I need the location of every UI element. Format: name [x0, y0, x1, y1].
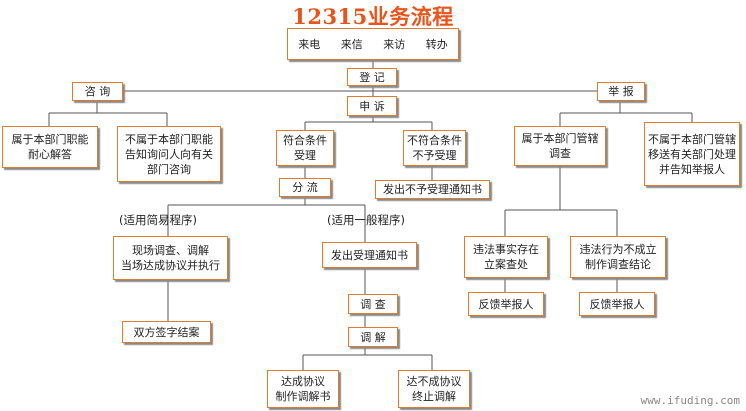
- channel-transfer: 转办: [425, 37, 448, 51]
- consult-in-scope-box: 属于本部门职能 耐心解答: [2, 126, 98, 168]
- consult-out-scope-line1: 不属于本部门职能: [125, 132, 213, 146]
- register-label: 登 记: [359, 70, 385, 84]
- reject-notice-box: 发出不予受理通知书: [375, 180, 490, 199]
- meets-conditions-line1: 符合条件: [283, 134, 327, 147]
- page-title: 12315业务流程: [292, 4, 454, 29]
- accept-notice-box: 发出受理通知书: [322, 242, 417, 268]
- watermark-text: www.ifuding.com: [640, 394, 740, 407]
- onsite-mediation-box: 现场调查、调解 当场达成协议并执行: [113, 236, 228, 280]
- channel-phone: 来电: [298, 37, 321, 51]
- meets-conditions-box: 符合条件 受理: [276, 130, 334, 166]
- report-in-jurisdiction-line2: 调查: [549, 147, 571, 160]
- investigate-box: 调 查: [348, 294, 398, 314]
- channel-letter: 来信: [340, 37, 363, 51]
- investigate-label: 调 查: [360, 297, 386, 311]
- agreement-failed-box: 达不成协议 终止调解: [398, 370, 470, 408]
- no-violation-box: 违法行为不成立 制作调查结论: [570, 236, 666, 278]
- report-label: 举 报: [608, 85, 634, 98]
- violation-case-line2: 立案查处: [484, 258, 528, 271]
- not-meets-conditions-box: 不符合条件 不予受理: [403, 130, 466, 166]
- complaint-label: 申 诉: [359, 99, 385, 113]
- consult-out-scope-box: 不属于本部门职能 告知询问人向有关 部门咨询: [117, 126, 221, 182]
- consult-in-scope-line2: 耐心解答: [28, 148, 72, 161]
- consult-out-scope-line3: 部门咨询: [147, 162, 191, 176]
- channels-box: 来电 来信 来访 转办: [287, 28, 459, 60]
- consult-label: 咨 询: [84, 85, 111, 98]
- not-meets-conditions-line2: 不予受理: [412, 149, 457, 162]
- feedback-box-1: 反馈举报人: [468, 292, 544, 316]
- accept-notice-label: 发出受理通知书: [331, 248, 408, 262]
- agreement-reached-box: 达成协议 制作调解书: [267, 370, 339, 408]
- report-out-jurisdiction-line1: 不属于本部门管辖: [648, 132, 736, 146]
- report-out-jurisdiction-line2: 移送有关部门处理: [648, 147, 736, 161]
- consult-in-scope-line1: 属于本部门职能: [11, 133, 89, 146]
- violation-case-box: 违法事实存在 立案查处: [464, 236, 548, 278]
- report-in-jurisdiction-line1: 属于本部门管辖: [521, 132, 599, 145]
- not-meets-conditions-line1: 不符合条件: [407, 134, 462, 147]
- report-in-jurisdiction-box: 属于本部门管辖 调查: [514, 126, 606, 166]
- no-violation-line2: 制作调查结论: [585, 258, 651, 271]
- onsite-mediation-line1: 现场调查、调解: [132, 244, 209, 257]
- general-procedure-label: (适用一般程序): [327, 213, 405, 227]
- triage-box: 分 流: [279, 178, 331, 197]
- report-out-jurisdiction-line3: 并告知举报人: [659, 162, 725, 176]
- mediate-label: 调 解: [360, 330, 386, 344]
- feedback-box-2: 反馈举报人: [579, 292, 655, 316]
- complaint-box: 申 诉: [347, 96, 397, 116]
- consult-out-scope-line2: 告知询问人向有关: [125, 147, 213, 161]
- violation-case-line1: 违法事实存在: [473, 243, 539, 256]
- reject-notice-label: 发出不予受理通知书: [383, 183, 482, 196]
- triage-label: 分 流: [292, 181, 318, 194]
- report-out-jurisdiction-box: 不属于本部门管辖 移送有关部门处理 并告知举报人: [644, 122, 740, 186]
- meets-conditions-line2: 受理: [294, 149, 316, 162]
- feedback-1-label: 反馈举报人: [478, 297, 534, 311]
- simple-procedure-label: (适用简易程序): [119, 213, 197, 227]
- consult-box: 咨 询: [72, 82, 123, 101]
- feedback-2-label: 反馈举报人: [589, 297, 645, 311]
- agreement-failed-line1: 达不成协议: [406, 375, 462, 388]
- channel-visit: 来访: [383, 37, 406, 51]
- both-sign-label: 双方签字结案: [133, 325, 200, 339]
- onsite-mediation-line2: 当场达成协议并执行: [121, 259, 220, 272]
- register-box: 登 记: [347, 68, 397, 86]
- agreement-reached-line1: 达成协议: [281, 375, 325, 388]
- both-sign-box: 双方签字结案: [122, 321, 211, 343]
- no-violation-line1: 违法行为不成立: [579, 243, 657, 256]
- agreement-failed-line2: 终止调解: [412, 390, 456, 403]
- agreement-reached-line2: 制作调解书: [275, 390, 331, 403]
- mediate-box: 调 解: [348, 327, 398, 347]
- report-box: 举 报: [597, 82, 645, 101]
